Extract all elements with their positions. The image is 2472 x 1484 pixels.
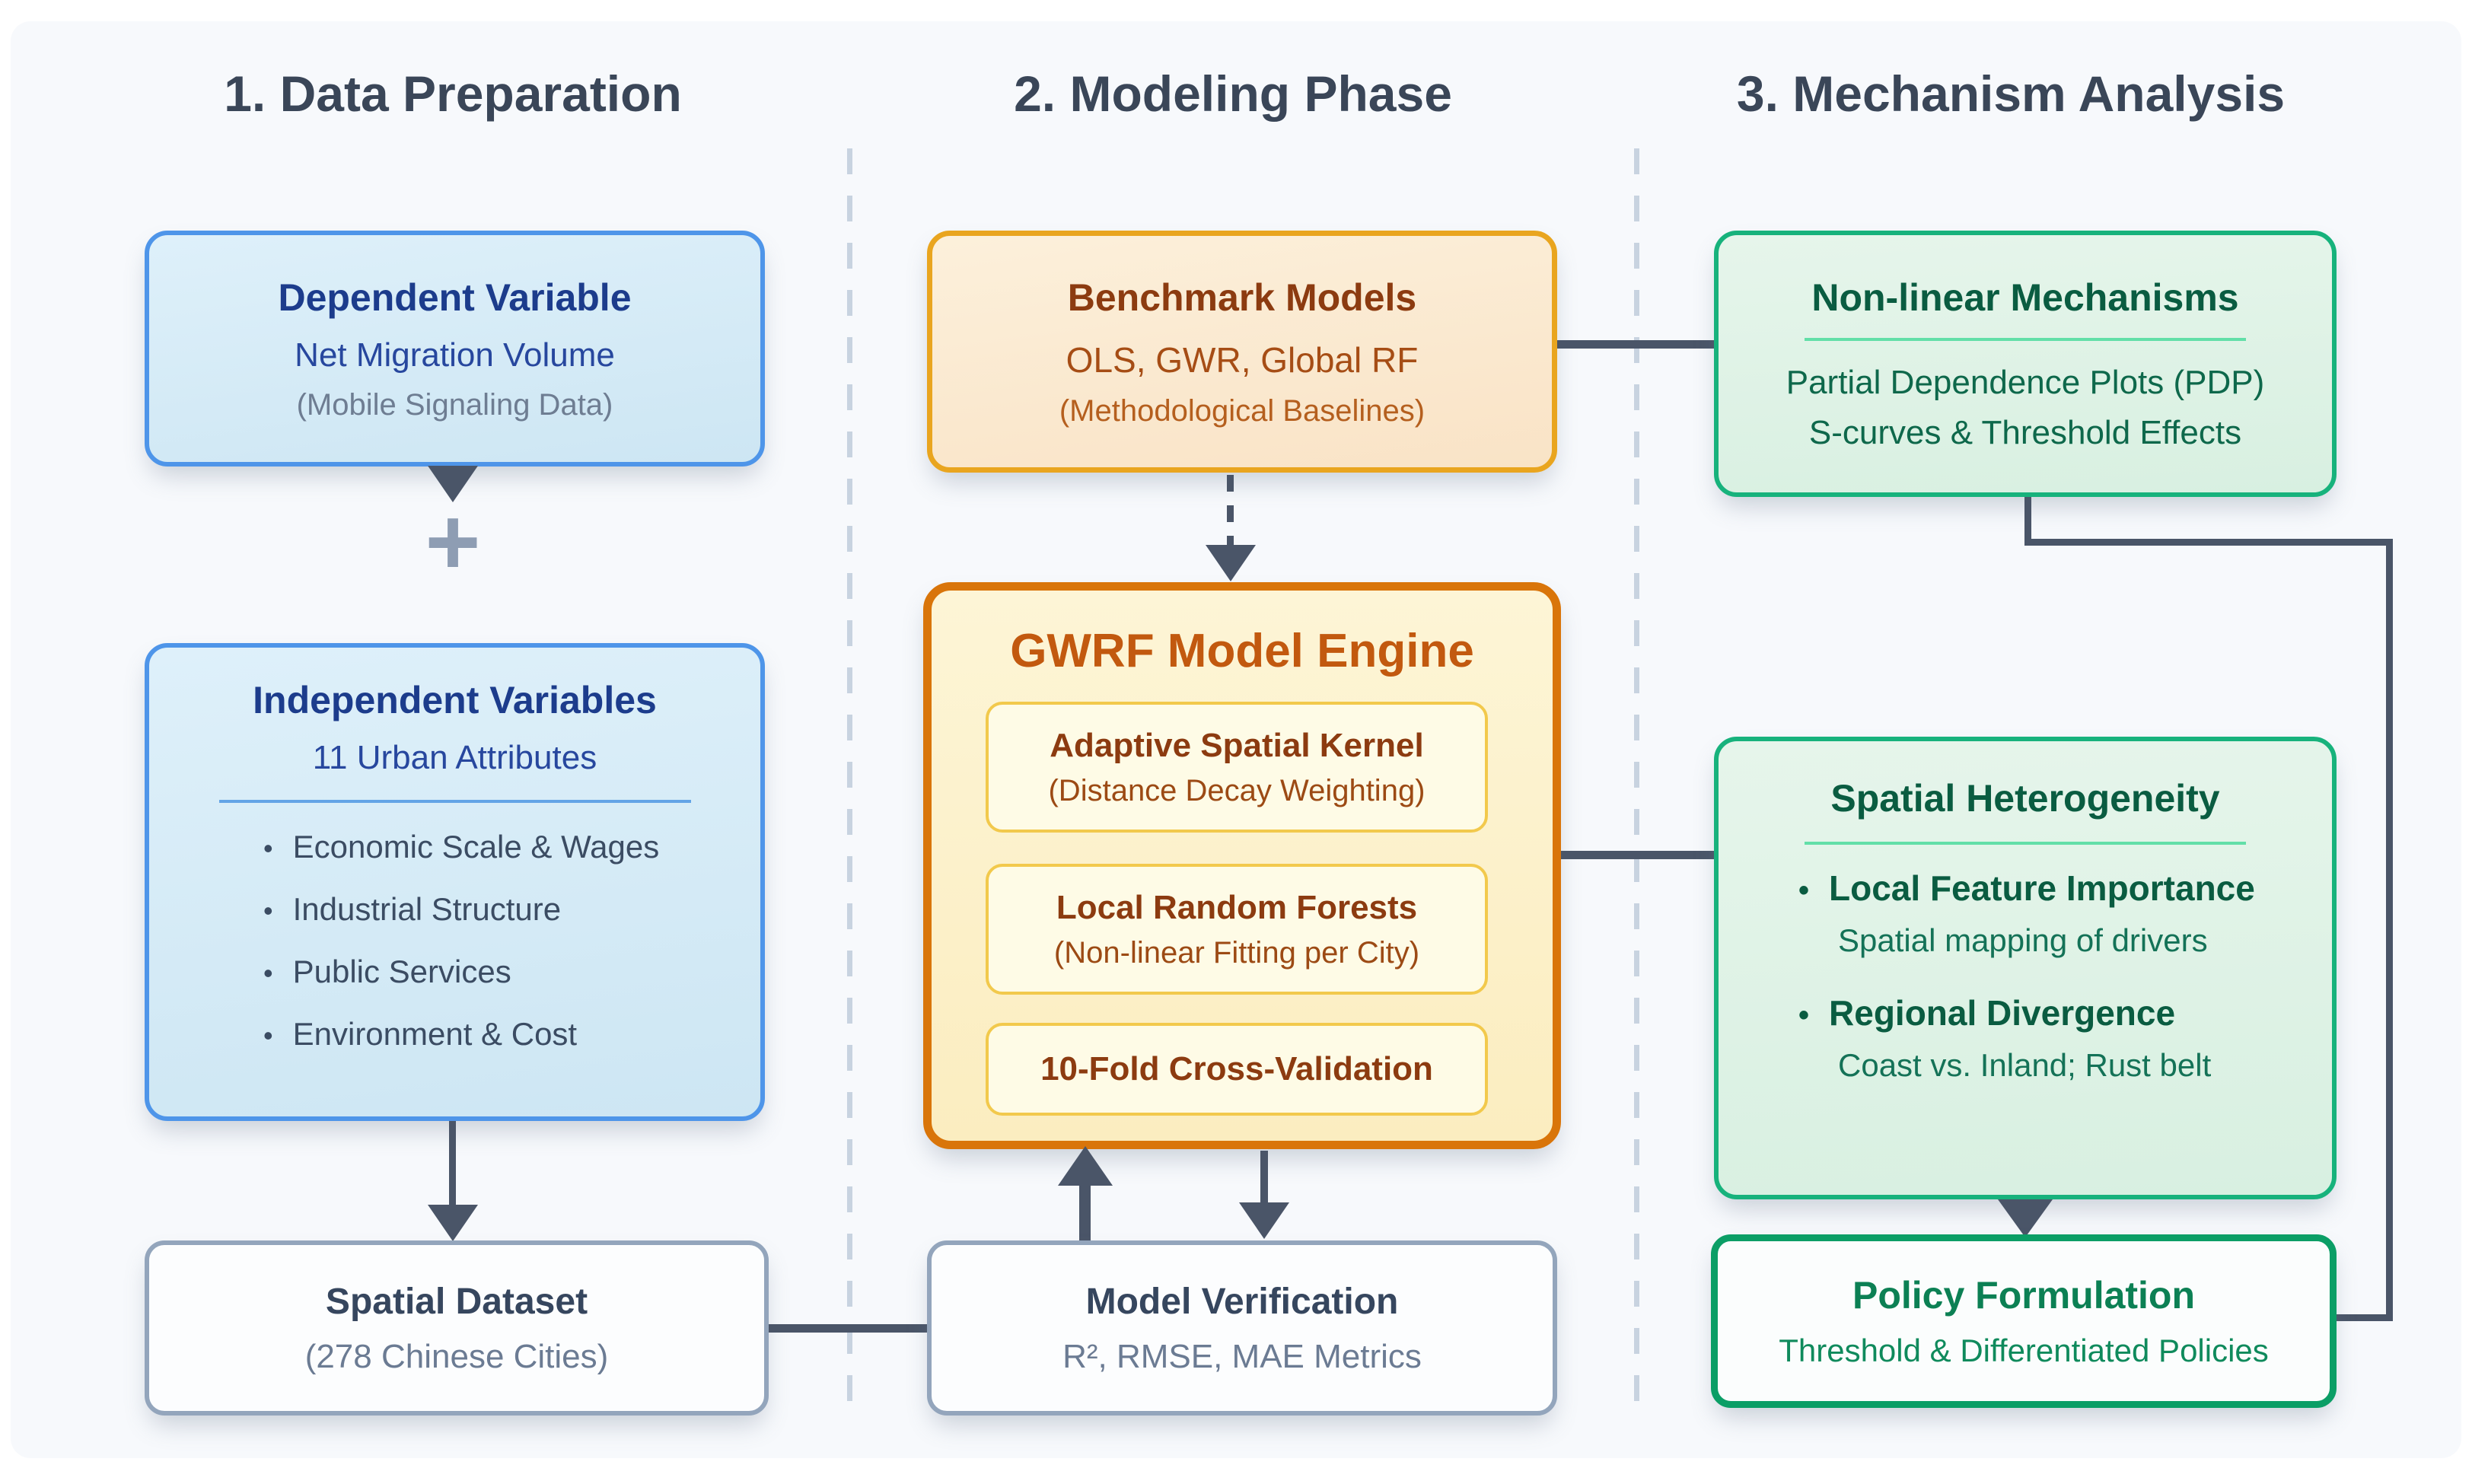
- nonlinear-line: Partial Dependence Plots (PDP): [1786, 364, 2265, 401]
- list-item: Public Services: [263, 954, 659, 990]
- list-item-subtitle: Coast vs. Inland; Rust belt: [1838, 1047, 2212, 1083]
- list-item: Economic Scale & Wages: [263, 829, 660, 865]
- spatial-heterogeneity-list: Local Feature Importance Spatial mapping…: [1719, 868, 2255, 1084]
- section-header-data-preparation: 1. Data Preparation: [224, 65, 682, 122]
- gwrf-engine-title: GWRF Model Engine: [1010, 625, 1474, 677]
- independent-variables-box: Independent Variables 11 Urban Attribute…: [145, 643, 765, 1121]
- model-verification-metrics: R², RMSE, MAE Metrics: [1062, 1337, 1422, 1375]
- separator-line: [1805, 842, 2246, 845]
- independent-variables-list: Economic Scale & Wages Industrial Struct…: [149, 829, 660, 1052]
- module-subtitle: (Non-linear Fitting per City): [1053, 935, 1420, 970]
- dashed-connector-benchmark-to-gwrf: [1227, 475, 1234, 546]
- up-arrowhead: [1058, 1146, 1113, 1186]
- cross-validation-module: 10-Fold Cross-Validation: [986, 1023, 1488, 1116]
- connector-into-policy: [2337, 1314, 2393, 1321]
- connector-right-vertical: [2386, 539, 2393, 1321]
- spatial-dataset-subtitle: (278 Chinese Cities): [304, 1337, 609, 1375]
- dependent-variable-title: Dependent Variable: [278, 275, 632, 319]
- benchmark-models-list: OLS, GWR, Global RF: [1066, 339, 1419, 380]
- module-title: Local Random Forests: [1056, 888, 1418, 926]
- model-verification-title: Model Verification: [1085, 1281, 1399, 1322]
- down-arrowhead: [428, 1205, 478, 1241]
- policy-formulation-subtitle: Threshold & Differentiated Policies: [1779, 1333, 2269, 1368]
- separator-line: [1805, 338, 2246, 341]
- spatial-dataset-title: Spatial Dataset: [325, 1281, 588, 1322]
- model-verification-box: Model Verification R², RMSE, MAE Metrics: [927, 1240, 1557, 1416]
- independent-variables-subtitle: 11 Urban Attributes: [312, 739, 597, 776]
- connector-independent-to-dataset: [449, 1121, 456, 1206]
- benchmark-models-title: Benchmark Models: [1067, 275, 1417, 319]
- spatial-heterogeneity-title: Spatial Heterogeneity: [1830, 777, 2220, 820]
- connector-verification-to-gwrf: [1079, 1184, 1091, 1242]
- nonlinear-mechanisms-title: Non-linear Mechanisms: [1811, 276, 2239, 319]
- nonlinear-line: S-curves & Threshold Effects: [1808, 414, 2242, 451]
- local-random-forests-module: Local Random Forests (Non-linear Fitting…: [986, 864, 1488, 995]
- down-arrowhead: [428, 466, 478, 502]
- benchmark-models-note: (Methodological Baselines): [1059, 393, 1426, 428]
- connector-nonlinear-drop: [2024, 497, 2031, 546]
- section-header-mechanism-analysis: 3. Mechanism Analysis: [1736, 65, 2286, 122]
- module-title: 10-Fold Cross-Validation: [1040, 1050, 1433, 1088]
- independent-variables-title: Independent Variables: [253, 679, 657, 721]
- connector-benchmark-to-nonlinear: [1557, 340, 1714, 349]
- module-title: Adaptive Spatial Kernel: [1050, 726, 1424, 764]
- policy-formulation-box: Policy Formulation Threshold & Different…: [1711, 1234, 2337, 1408]
- nonlinear-mechanisms-box: Non-linear Mechanisms Partial Dependence…: [1714, 231, 2337, 497]
- dependent-variable-box: Dependent Variable Net Migration Volume …: [145, 231, 765, 467]
- column-divider-right: [1634, 148, 1639, 1404]
- module-subtitle: (Distance Decay Weighting): [1048, 773, 1426, 807]
- list-item-title: Regional Divergence: [1798, 992, 2255, 1033]
- list-item: Industrial Structure: [263, 891, 659, 928]
- column-divider-left: [847, 148, 852, 1404]
- down-arrowhead: [1239, 1202, 1289, 1239]
- connector-nonlinear-across: [2024, 539, 2393, 546]
- section-header-modeling-phase: 2. Modeling Phase: [1014, 65, 1452, 122]
- connector-dataset-to-verification: [769, 1324, 927, 1333]
- list-item: Environment & Cost: [263, 1016, 659, 1052]
- separator-line: [218, 800, 691, 803]
- spatial-dataset-box: Spatial Dataset (278 Chinese Cities): [145, 1240, 769, 1416]
- connector-gwrf-to-heterogeneity: [1561, 851, 1714, 859]
- benchmark-models-box: Benchmark Models OLS, GWR, Global RF (Me…: [927, 231, 1557, 473]
- policy-formulation-title: Policy Formulation: [1852, 1274, 2196, 1317]
- spatial-heterogeneity-box: Spatial Heterogeneity Local Feature Impo…: [1714, 737, 2337, 1199]
- dependent-variable-source: (Mobile Signaling Data): [296, 387, 613, 422]
- list-item-subtitle: Spatial mapping of drivers: [1838, 922, 2208, 958]
- dependent-variable-value: Net Migration Volume: [295, 336, 615, 374]
- down-arrowhead: [1206, 545, 1256, 581]
- plus-icon: +: [425, 489, 481, 595]
- adaptive-spatial-kernel-module: Adaptive Spatial Kernel (Distance Decay …: [986, 702, 1488, 833]
- list-item-title: Local Feature Importance: [1798, 868, 2255, 909]
- down-arrowhead: [1998, 1199, 2053, 1237]
- connector-gwrf-to-verification: [1260, 1151, 1268, 1205]
